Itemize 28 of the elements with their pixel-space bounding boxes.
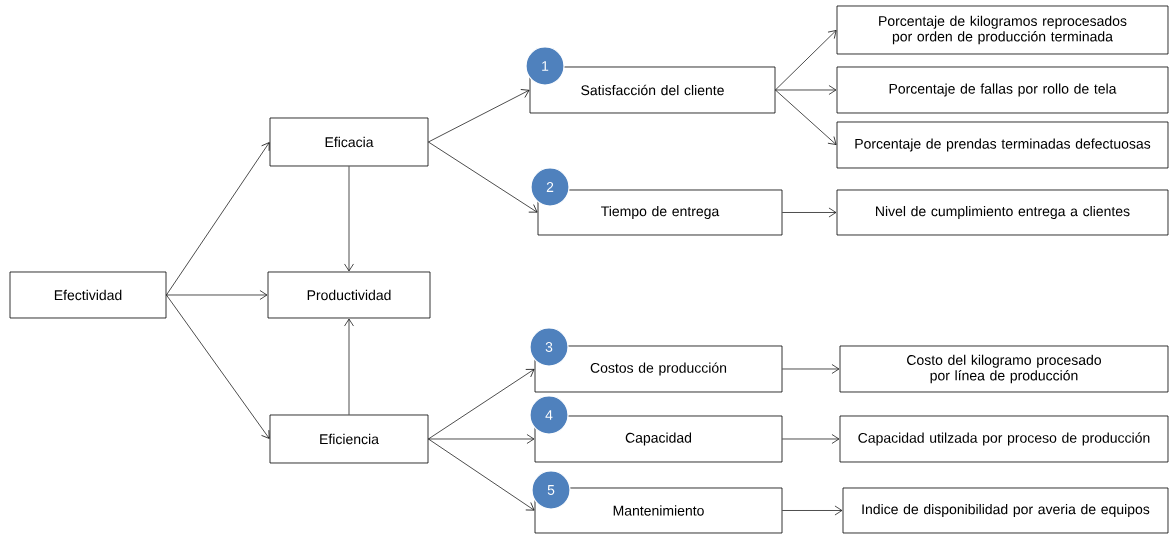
arrow (428, 434, 535, 444)
text-box: Capacidad utilzada por proceso de producción (839, 415, 1169, 463)
arrow (428, 89, 530, 143)
text-box: Productividad (267, 271, 431, 319)
arrow (782, 207, 837, 218)
text-box: Indice de disponibilidad por averia de equipos (842, 487, 1169, 534)
arrow (782, 364, 840, 374)
arrow (775, 85, 837, 95)
text-box: Eficiencia (269, 414, 429, 464)
arrow (782, 434, 840, 444)
arrow (344, 318, 354, 415)
arrow (775, 89, 837, 145)
arrow (166, 142, 270, 296)
text-box: Efectividad (9, 271, 167, 319)
arrow (428, 438, 535, 511)
text-box: Porcentaje de fallas por rollo de tela (836, 66, 1169, 114)
text-box: Nivel de cumplimiento entrega a clientes (836, 189, 1169, 236)
arrow (428, 141, 538, 213)
text-box: Costo del kilogramo procesado por línea de producción (839, 345, 1169, 393)
text-box: Porcentaje de prendas terminadas defectuosas (836, 121, 1169, 169)
text-box: Eficacia (269, 117, 429, 167)
arrow (428, 369, 535, 440)
arrow (782, 505, 843, 516)
arrow (344, 166, 354, 272)
arrow (166, 294, 270, 439)
arrow (166, 290, 268, 300)
text-box: Porcentaje de kilogramos reprocesados por orden de producción terminada (836, 5, 1169, 55)
arrow (775, 30, 837, 91)
